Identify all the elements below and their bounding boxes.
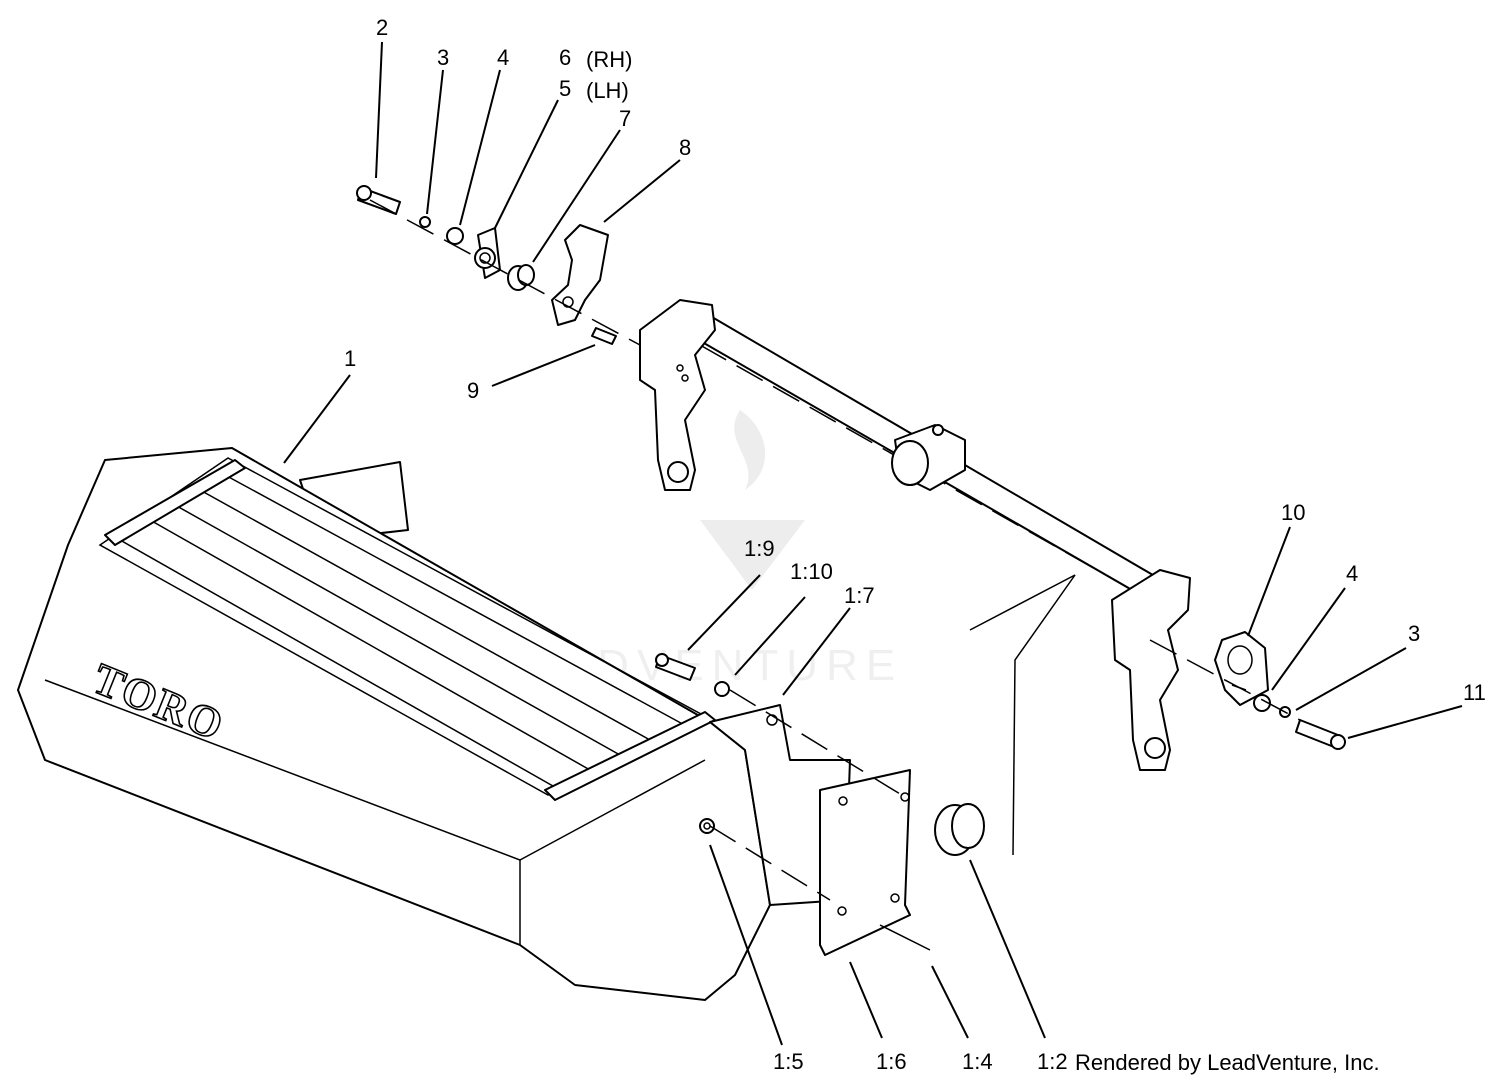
callout-3-right: 3 <box>1408 621 1420 646</box>
callout-6: 6 <box>559 45 571 70</box>
callout-5: 5 <box>559 76 571 101</box>
flat-washer-4-right <box>1253 694 1271 712</box>
assembly-line <box>729 689 906 798</box>
bolt-2 <box>356 185 401 215</box>
rubber-bumper <box>934 803 985 856</box>
callout-1-6: 1:6 <box>876 1049 907 1074</box>
callout-11: 11 <box>1463 680 1486 705</box>
left-lift-arm <box>639 299 716 491</box>
callout-2: 2 <box>376 15 388 40</box>
mounting-bracket-plate <box>819 769 931 956</box>
callout-5-note: (LH) <box>586 78 629 103</box>
washer-1-10 <box>714 681 730 697</box>
callout-1-9: 1:9 <box>744 536 775 561</box>
grass-catcher-basket <box>17 447 851 1001</box>
callout-8: 8 <box>679 135 691 160</box>
callout-1-7: 1:7 <box>844 583 875 608</box>
right-lift-arm <box>1111 569 1191 771</box>
bolt-11 <box>1295 719 1346 750</box>
assembly-line <box>369 199 641 346</box>
render-credit: Rendered by LeadVenture, Inc. <box>1075 1050 1380 1075</box>
callout-4: 4 <box>497 45 509 70</box>
frame-outline <box>969 574 1076 856</box>
leader-lines <box>283 41 1463 1046</box>
leadventure-watermark <box>700 410 805 590</box>
assembly-line <box>709 825 831 901</box>
callout-10: 10 <box>1281 500 1305 525</box>
bolt-1-9 <box>655 653 696 681</box>
callout-6-note: (RH) <box>586 47 632 72</box>
callout-1: 1 <box>344 346 356 371</box>
callout-1-4: 1:4 <box>962 1049 993 1074</box>
callout-3: 3 <box>437 45 449 70</box>
callout-7: 7 <box>619 106 631 131</box>
callout-1-2: 1:2 <box>1037 1049 1068 1074</box>
callout-9: 9 <box>467 378 479 403</box>
lift-shaft <box>689 309 1171 606</box>
callout-1-5: 1:5 <box>773 1049 804 1074</box>
callout-4-right: 4 <box>1346 561 1358 586</box>
callout-1-10: 1:10 <box>790 559 833 584</box>
flat-washer-4 <box>446 227 464 245</box>
cam-plate-10 <box>1214 631 1269 706</box>
lock-washer-3 <box>419 216 431 228</box>
latch-plate-8 <box>551 224 609 326</box>
assembly-line <box>1149 639 1301 721</box>
spacer-7 <box>507 264 535 291</box>
torsion-spring-5-6 <box>474 227 501 279</box>
roll-pin-9 <box>591 327 617 345</box>
